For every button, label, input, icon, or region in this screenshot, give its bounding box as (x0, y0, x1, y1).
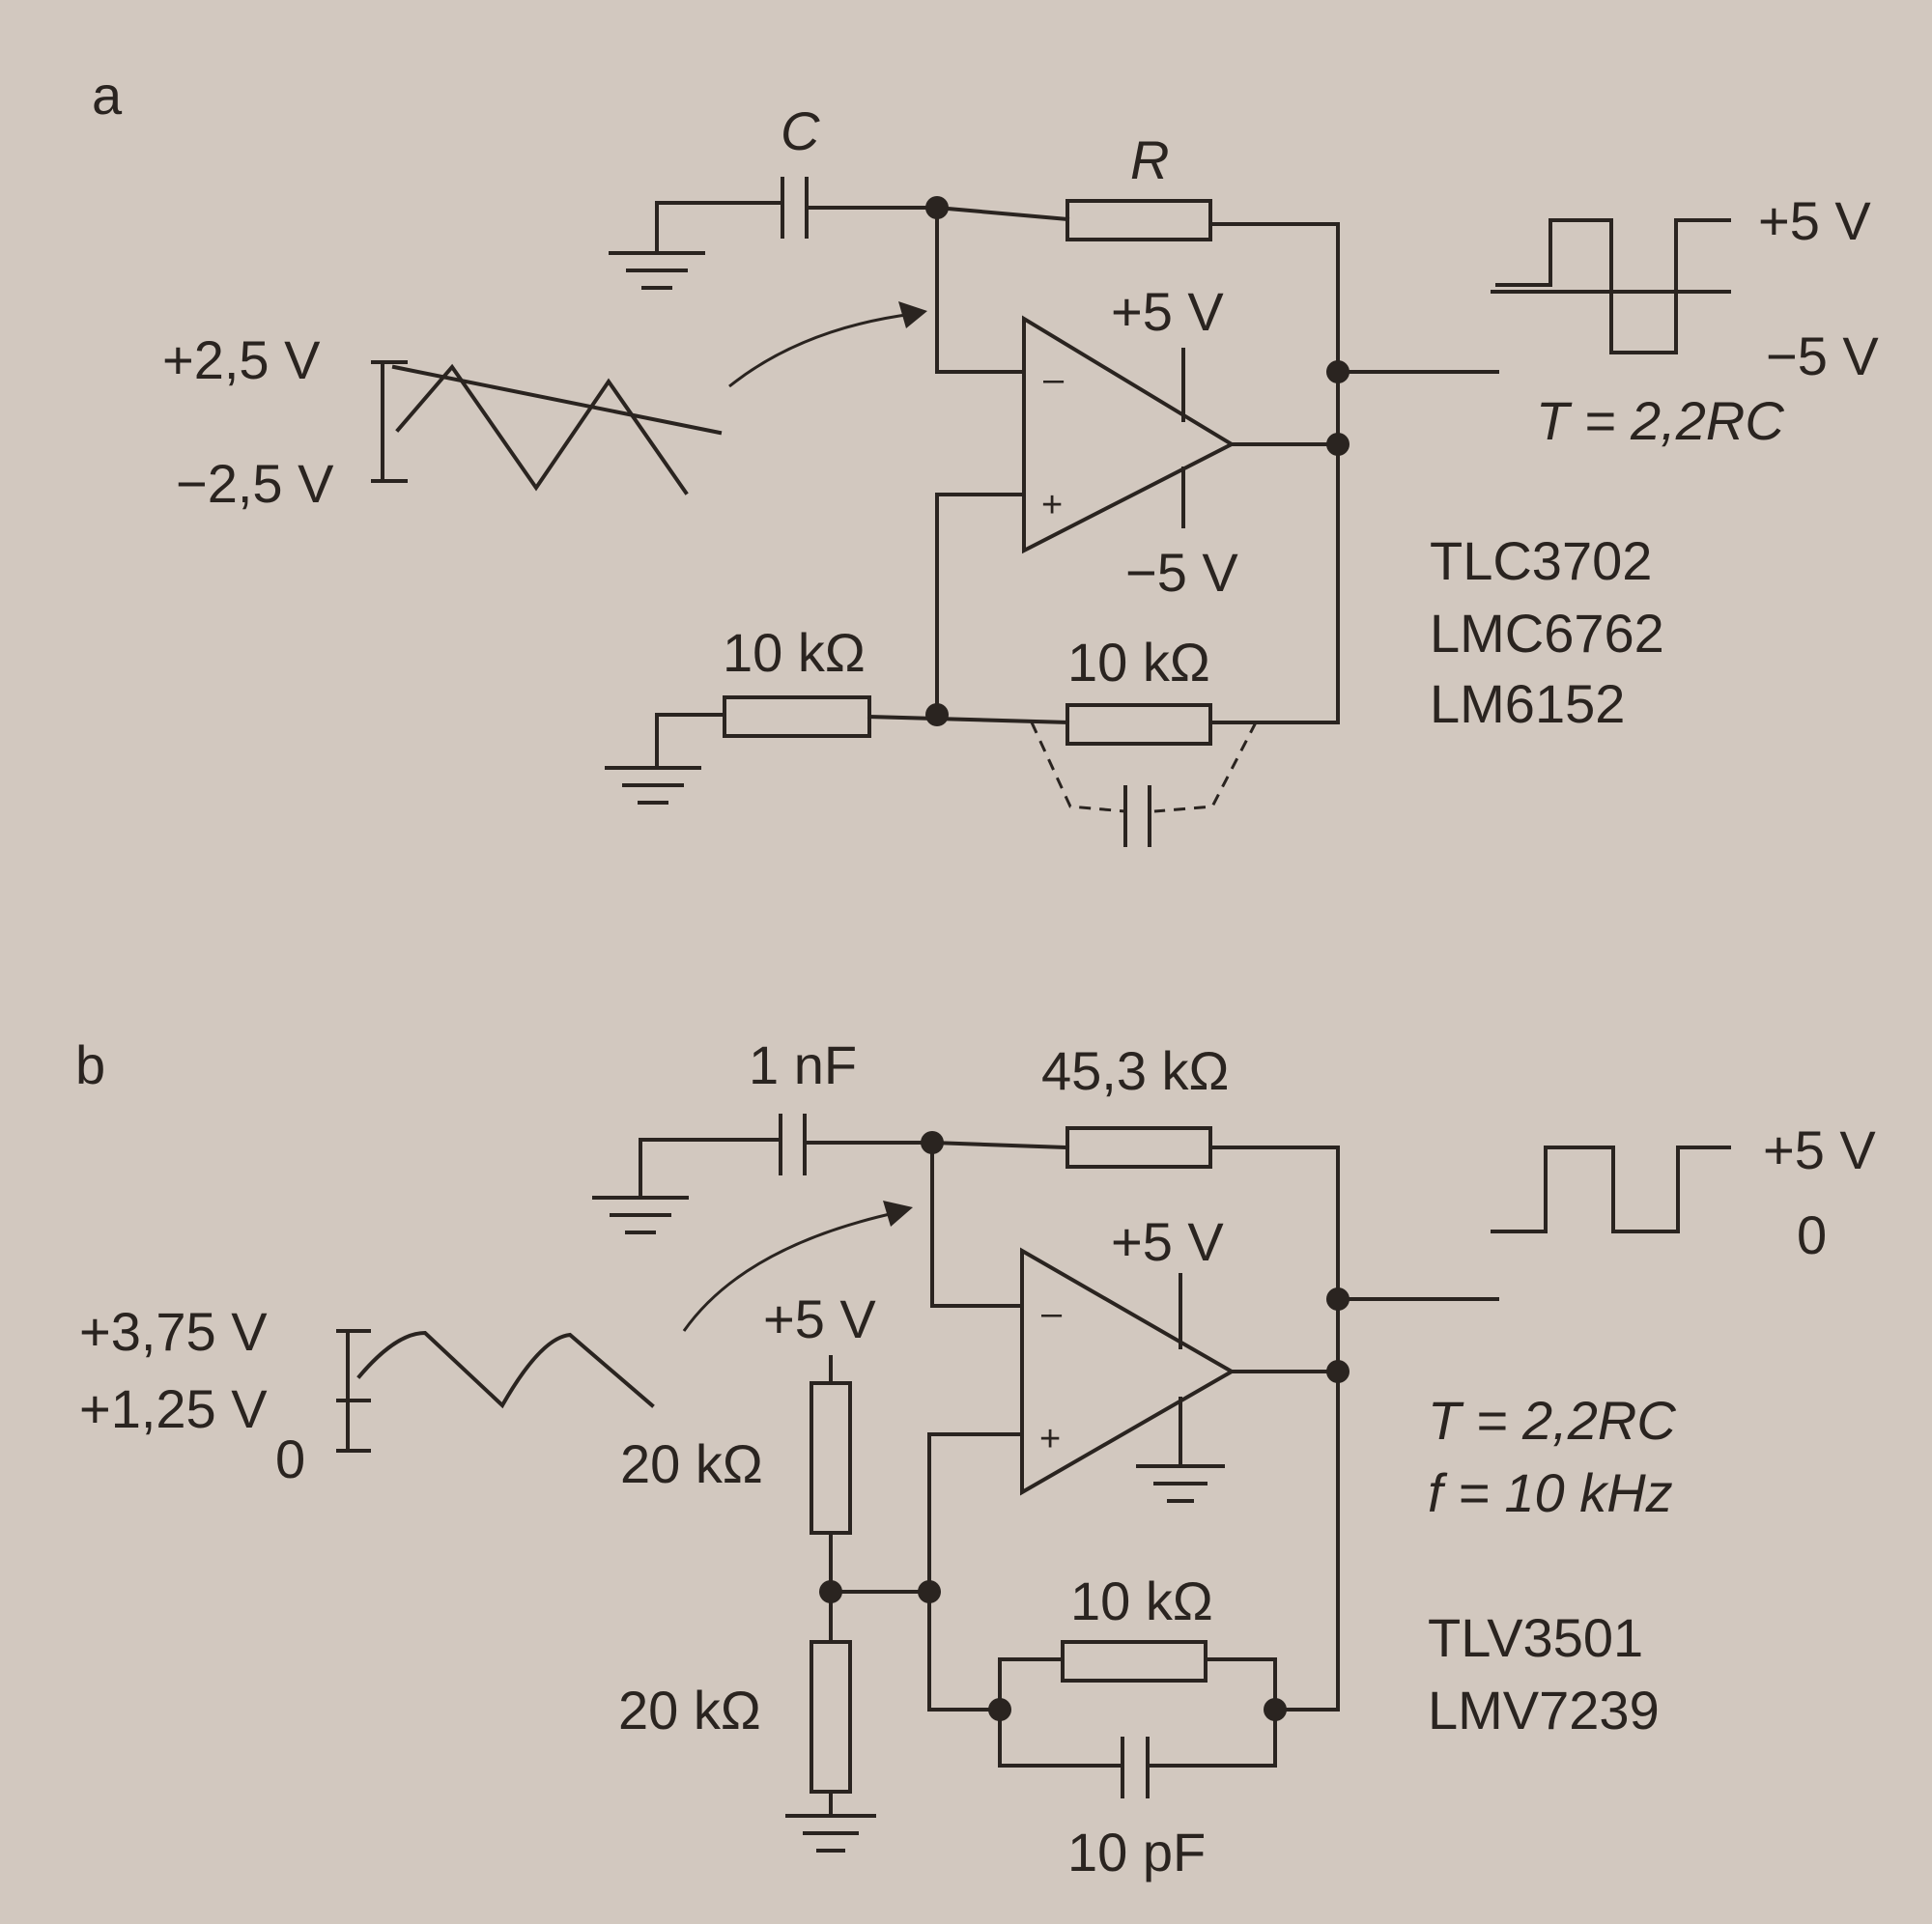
output-high: +5 V (1763, 1119, 1876, 1180)
opamp-icon (1020, 1247, 1236, 1496)
panel-b-bias-divider: +5 V 20 kΩ 20 kΩ (618, 1288, 876, 1853)
panel-a-part-list: TLC3702 LMC6762 LM6152 (1430, 530, 1664, 734)
panel-b-label: b (75, 1034, 105, 1095)
panel-a-timing-capacitor: C (609, 100, 939, 290)
resistor-divider-bottom (810, 1640, 852, 1794)
arrow-icon (728, 312, 914, 388)
svg-text:–: – (1041, 1293, 1063, 1334)
panel-b-input-waveform: +3,75 V +1,25 V 0 (79, 1301, 655, 1489)
panel-b: b 1 nF 45,3 kΩ – + (75, 1034, 1876, 1882)
panel-a-output-waveform: +5 V −5 V T = 2,2RC (1491, 190, 1879, 451)
resistor-feedback (1065, 703, 1212, 746)
input-low: −2,5 V (176, 453, 334, 514)
resistor-timing (1065, 1126, 1212, 1169)
panel-a-comparator: – + +5 V −5 V (1022, 281, 1238, 603)
ground-icon (785, 1814, 876, 1853)
resistor-label: 45,3 kΩ (1041, 1040, 1229, 1101)
panel-a: a C R – + (92, 65, 1879, 847)
part-2: LMC6762 (1430, 603, 1664, 664)
divider-top-label: 20 kΩ (620, 1433, 763, 1494)
arrow-icon (682, 1210, 899, 1332)
panel-b-comparator: – + +5 V (1020, 1211, 1236, 1503)
input-mid: +1,25 V (79, 1378, 268, 1439)
panel-b-output-waveform: +5 V 0 (1491, 1119, 1876, 1265)
resistor-r (1065, 199, 1212, 241)
part-2: LMV7239 (1428, 1680, 1660, 1740)
supply-negative: −5 V (1125, 542, 1238, 603)
output-low: 0 (1797, 1204, 1827, 1265)
opamp-icon (1022, 315, 1236, 554)
svg-text:+: + (1039, 1419, 1061, 1459)
resistor-ground-label: 10 kΩ (723, 622, 866, 683)
output-high: +5 V (1758, 190, 1871, 251)
input-high: +3,75 V (79, 1301, 268, 1362)
capacitor-label: C (781, 100, 820, 161)
part-3: LM6152 (1430, 673, 1625, 734)
input-zero: 0 (275, 1429, 305, 1489)
period-formula: T = 2,2RC (1536, 390, 1784, 451)
capacitor-label: 1 nF (749, 1034, 857, 1095)
part-1: TLV3501 (1428, 1607, 1643, 1668)
supply-positive: +5 V (1111, 281, 1224, 342)
capacitor-feedback-label: 10 pF (1067, 1822, 1206, 1882)
part-1: TLC3702 (1430, 530, 1652, 591)
panel-b-timing-capacitor: 1 nF (592, 1034, 934, 1234)
ground-icon (1136, 1464, 1225, 1503)
period-formula: T = 2,2RC (1428, 1390, 1676, 1451)
panel-a-input-waveform: +2,5 V −2,5 V (162, 329, 723, 514)
resistor-feedback (1061, 1640, 1208, 1683)
ground-icon (605, 766, 701, 805)
resistor-feedback-label: 10 kΩ (1070, 1570, 1213, 1631)
output-low: −5 V (1766, 325, 1879, 386)
svg-text:+: + (1041, 485, 1063, 525)
divider-bottom-label: 20 kΩ (618, 1680, 761, 1740)
frequency-label: f = 10 kHz (1428, 1462, 1673, 1523)
resistor-label: R (1130, 129, 1169, 190)
resistor-ground (723, 695, 871, 738)
resistor-divider-top (810, 1381, 852, 1535)
svg-text:–: – (1043, 359, 1065, 400)
input-high: +2,5 V (162, 329, 321, 390)
supply-positive: +5 V (1111, 1211, 1224, 1272)
divider-supply: +5 V (763, 1288, 876, 1349)
panel-a-label: a (92, 65, 123, 126)
panel-b-part-list: TLV3501 LMV7239 (1428, 1607, 1660, 1740)
ground-icon (609, 251, 705, 290)
ground-icon (592, 1196, 689, 1234)
resistor-feedback-label: 10 kΩ (1067, 632, 1210, 693)
